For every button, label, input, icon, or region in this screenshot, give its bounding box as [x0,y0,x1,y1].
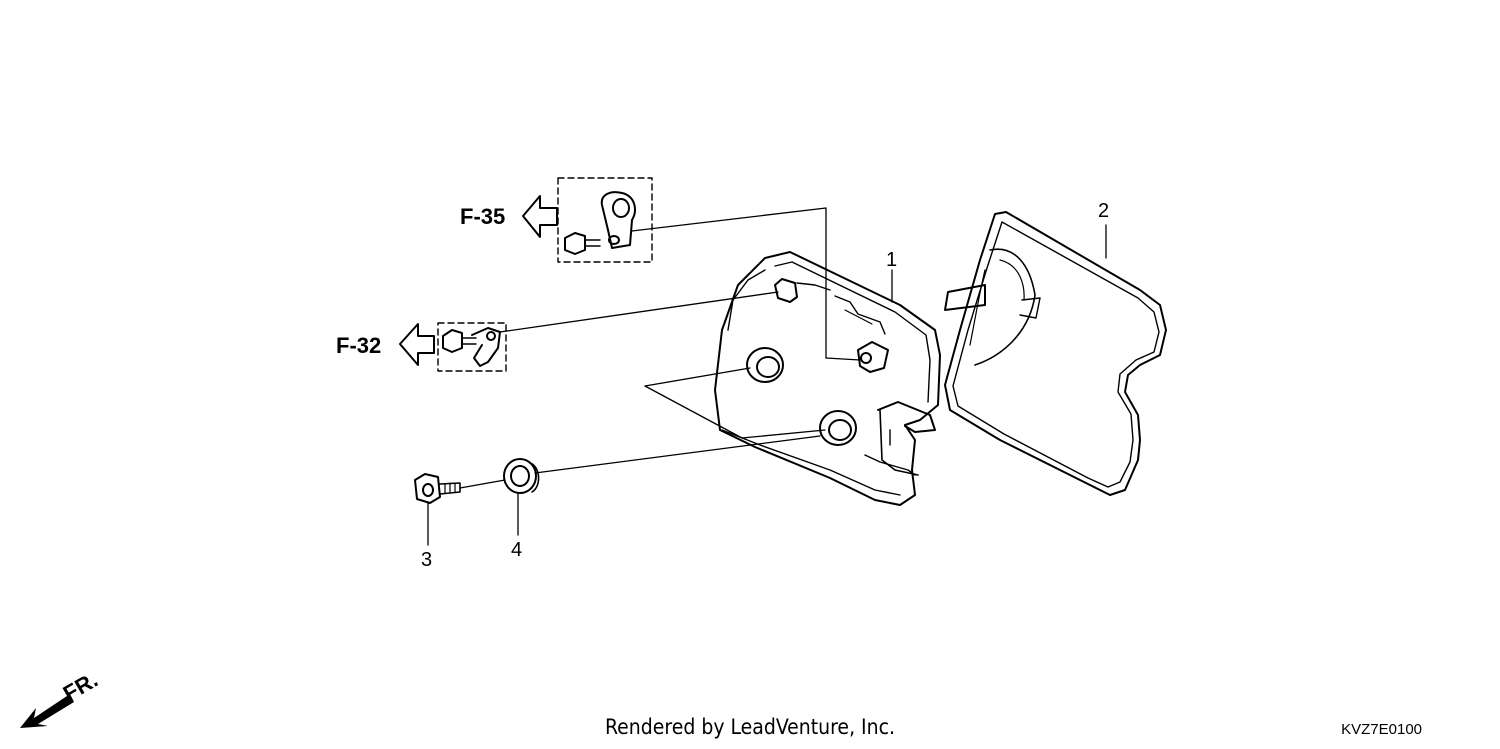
lower-clamp-assembly[interactable] [437,322,507,372]
callout-3[interactable]: 3 [421,549,432,571]
ref-f35-link[interactable]: F-35 [460,204,505,229]
flange-bolt[interactable] [414,473,461,504]
callout-4[interactable]: 4 [511,539,522,561]
callout-1[interactable]: 1 [886,249,897,271]
front-direction-icon [20,694,74,728]
leader-lines [427,207,1107,546]
cylinder-head-cover[interactable] [714,251,941,506]
head-cover-gasket[interactable] [944,211,1167,496]
callout-2[interactable]: 2 [1098,200,1109,222]
sealing-washer[interactable] [503,458,540,494]
diagram-code: KVZ7E0100 [1341,721,1422,738]
upper-clamp-assembly[interactable] [557,177,653,263]
f32-arrow-icon [399,323,435,366]
f35-arrow-icon [522,195,558,238]
ref-f32-link[interactable]: F-32 [336,333,381,358]
render-credit: Rendered by LeadVenture, Inc. [605,715,895,739]
